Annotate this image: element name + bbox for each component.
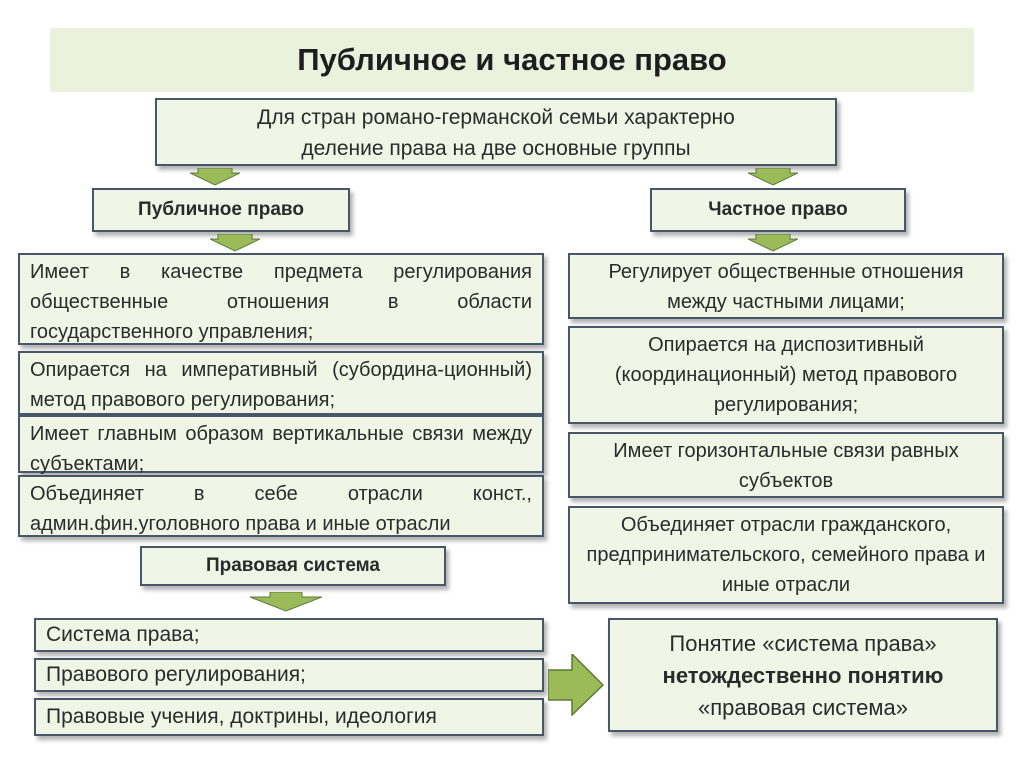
conclusion-line-2: нетождественно понятию xyxy=(662,663,944,688)
conclusion-line-3: «правовая система» xyxy=(698,695,908,720)
arrow-right-icon xyxy=(548,654,604,716)
private-law-item-1-text: Регулирует общественные отношения между … xyxy=(608,261,964,313)
intro-line-2: деление права на две основные группы xyxy=(301,137,691,160)
legal-system-item-2: Правового регулирования; xyxy=(34,658,544,692)
private-law-item-3: Имеет горизонтальные связи равных субъек… xyxy=(568,432,1004,498)
legal-system-item-1-text: Система права; xyxy=(46,623,200,646)
page-title: Публичное и частное право xyxy=(297,42,727,77)
private-law-item-2-text: Опирается на диспозитивный (координацион… xyxy=(614,334,958,416)
public-law-header-label: Публичное право xyxy=(138,199,304,220)
public-law-item-3-text: Имеет главным образом вертикальные связи… xyxy=(30,423,532,475)
intro-box: Для стран романо-германской семьи характ… xyxy=(155,98,837,166)
private-law-header: Частное право xyxy=(650,188,906,232)
arrow-down-icon xyxy=(250,592,322,612)
intro-line-1: Для стран романо-германской семьи характ… xyxy=(257,106,735,129)
arrow-down-icon xyxy=(748,168,798,186)
legal-system-header-label: Правовая система xyxy=(205,555,381,576)
arrow-down-icon xyxy=(190,168,240,186)
public-law-item-1: Имеет в качестве предмета регулирования … xyxy=(18,253,544,345)
private-law-header-label: Частное право xyxy=(708,199,848,220)
conclusion-line-1: Понятие «система права» xyxy=(669,631,937,656)
public-law-item-1-text: Имеет в качестве предмета регулирования … xyxy=(30,261,532,343)
public-law-item-4: Объединяет в себе отрасли конст., админ.… xyxy=(18,475,544,537)
conclusion-box: Понятие «система права» нетождественно п… xyxy=(608,618,998,732)
arrow-down-icon xyxy=(748,234,798,252)
legal-system-item-3-text: Правовые учения, доктрины, идеология xyxy=(46,705,437,728)
public-law-item-2: Опирается на императивный (субордина-цио… xyxy=(18,351,544,415)
legal-system-item-3: Правовые учения, доктрины, идеология xyxy=(34,698,544,736)
legal-system-header: Правовая система xyxy=(140,546,446,586)
public-law-item-3: Имеет главным образом вертикальные связи… xyxy=(18,415,544,475)
public-law-item-4-text: Объединяет в себе отрасли конст., админ.… xyxy=(30,483,532,535)
private-law-item-4: Объединяет отрасли гражданского, предпри… xyxy=(568,506,1004,604)
public-law-header: Публичное право xyxy=(92,188,350,232)
legal-system-item-1: Система права; xyxy=(34,618,544,652)
private-law-item-4-text: Объединяет отрасли гражданского, предпри… xyxy=(586,514,986,596)
public-law-item-2-text: Опирается на императивный (субордина-цио… xyxy=(30,359,532,411)
arrow-down-icon xyxy=(210,234,260,252)
title-bar: Публичное и частное право xyxy=(50,28,974,92)
private-law-item-1: Регулирует общественные отношения между … xyxy=(568,253,1004,319)
private-law-item-2: Опирается на диспозитивный (координацион… xyxy=(568,326,1004,424)
private-law-item-3-text: Имеет горизонтальные связи равных субъек… xyxy=(613,440,959,492)
legal-system-item-2-text: Правового регулирования; xyxy=(46,663,306,686)
